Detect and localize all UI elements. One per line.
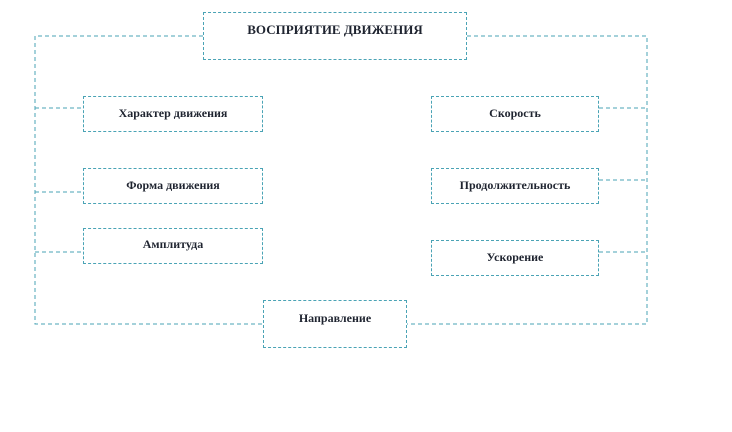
node-label: Ускорение [486, 250, 544, 265]
diagram-title-node: ВОСПРИЯТИЕ ДВИЖЕНИЯ [203, 12, 467, 60]
diagram-title-text: ВОСПРИЯТИЕ ДВИЖЕНИЯ [247, 22, 423, 37]
node-label: Направление [298, 311, 372, 325]
connector-right-frame [407, 35, 648, 325]
node-amplitude: Амплитуда [83, 228, 263, 264]
node-label: Форма движения [126, 178, 220, 193]
node-acceleration: Ускорение [431, 240, 599, 276]
node-motion-form: Форма движения [83, 168, 263, 204]
node-label: Характер движения [118, 106, 228, 121]
node-speed: Скорость [431, 96, 599, 132]
node-label: Продолжительность [459, 178, 571, 193]
node-duration: Продолжительность [431, 168, 599, 204]
node-label: Скорость [489, 106, 541, 121]
node-label: Амплитуда [142, 237, 204, 251]
connector-left-frame [34, 35, 263, 325]
node-motion-character: Характер движения [83, 96, 263, 132]
node-direction: Направление [263, 300, 407, 348]
